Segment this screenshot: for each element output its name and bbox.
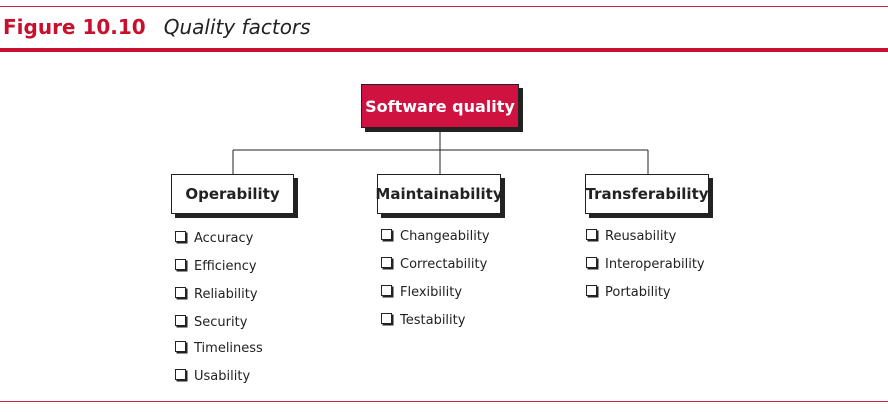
checkbox-icon — [381, 285, 392, 296]
root-node-software-quality: Software quality — [361, 84, 519, 128]
checkbox-icon — [586, 257, 597, 268]
list-item-label: Reliability — [194, 287, 258, 302]
list-item: Timeliness — [175, 341, 263, 357]
list-item: Interoperability — [586, 257, 705, 273]
node-maintainability: Maintainability — [375, 174, 503, 214]
checkbox-icon — [175, 315, 186, 326]
list-item: Portability — [586, 285, 671, 301]
list-item-label: Correctability — [400, 257, 488, 272]
list-item: Correctability — [381, 257, 487, 273]
list-item-label: Accuracy — [194, 231, 254, 246]
node-transferability: Transferability — [585, 174, 709, 214]
checkbox-icon — [586, 285, 597, 296]
list-item: Changeability — [381, 229, 490, 245]
list-item: Usability — [175, 369, 250, 385]
list-item-label: Efficiency — [194, 259, 257, 274]
list-item: Reusability — [586, 229, 676, 245]
list-item-label: Usability — [194, 369, 251, 384]
checkbox-icon — [175, 341, 186, 352]
list-item: Accuracy — [175, 231, 253, 247]
list-item: Security — [175, 315, 247, 331]
list-item-label: Timeliness — [194, 341, 263, 356]
checkbox-icon — [381, 313, 392, 324]
checkbox-icon — [381, 229, 392, 240]
list-item: Flexibility — [381, 285, 462, 301]
list-item-label: Reusability — [605, 229, 677, 244]
list-item-label: Flexibility — [400, 285, 463, 300]
list-item: Testability — [381, 313, 465, 329]
top-rule — [0, 6, 888, 7]
node-operability: Operability — [171, 174, 294, 214]
list-item-label: Testability — [400, 313, 466, 328]
figure-number: Figure 10.10 — [3, 15, 146, 39]
list-item-label: Interoperability — [605, 257, 705, 272]
list-item: Reliability — [175, 287, 258, 303]
figure-title: Quality factors — [163, 15, 311, 39]
checkbox-icon — [381, 257, 392, 268]
heading-rule — [0, 48, 888, 52]
bottom-rule — [0, 401, 888, 402]
checkbox-icon — [175, 287, 186, 298]
checkbox-icon — [175, 259, 186, 270]
checkbox-icon — [175, 231, 186, 242]
list-item-label: Security — [194, 315, 248, 330]
checkbox-icon — [175, 369, 186, 380]
checkbox-icon — [586, 229, 597, 240]
figure-heading: Figure 10.10 Quality factors — [3, 15, 311, 43]
list-item-label: Changeability — [400, 229, 490, 244]
list-item: Efficiency — [175, 259, 257, 275]
list-item-label: Portability — [605, 285, 671, 300]
